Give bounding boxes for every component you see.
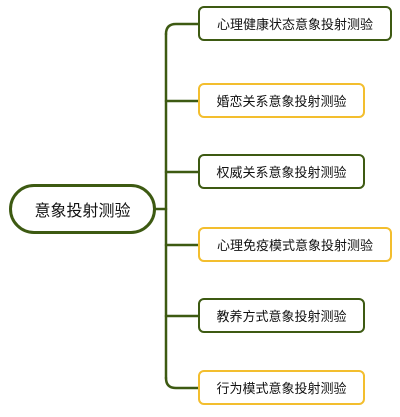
child-node-label: 行为模式意象投射测验 — [216, 382, 347, 397]
child-node-label: 心理免疫模式意象投射测验 — [216, 239, 373, 254]
child-node-label: 心理健康状态意象投射测验 — [216, 18, 373, 33]
child-node-label: 教养方式意象投射测验 — [216, 310, 347, 325]
child-node-authority-relationship[interactable]: 权威关系意象投射测验 — [198, 154, 365, 189]
root-node-label: 意象投射测验 — [34, 201, 131, 220]
root-node[interactable]: 意象投射测验 — [9, 184, 156, 234]
child-node-marriage-relationship[interactable]: 婚恋关系意象投射测验 — [198, 83, 365, 118]
child-node-parenting-style[interactable]: 教养方式意象投射测验 — [198, 298, 365, 333]
branch-line-5 — [164, 376, 200, 390]
child-node-psychological-health[interactable]: 心理健康状态意象投射测验 — [198, 6, 392, 41]
child-node-psychological-immunity[interactable]: 心理免疫模式意象投射测验 — [198, 227, 392, 262]
child-node-behavior-pattern[interactable]: 行为模式意象投射测验 — [198, 370, 365, 405]
branch-line-0 — [164, 22, 200, 36]
child-node-label: 婚恋关系意象投射测验 — [216, 95, 347, 110]
child-node-label: 权威关系意象投射测验 — [216, 166, 347, 181]
